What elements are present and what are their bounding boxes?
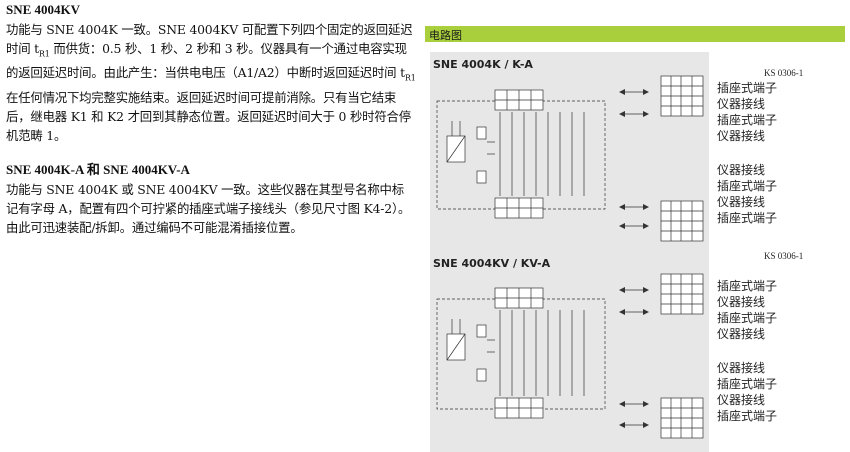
arrowheads-2 [619, 287, 649, 428]
diagram-2-label-top-4: 仪器接线 [717, 327, 766, 341]
diagram-1-code: KS 0306-1 [764, 68, 804, 78]
subscript-r1-2: R1 [404, 73, 416, 83]
diagram-1-title: SNE 4004K / K-A [433, 58, 533, 71]
text-column: SNE 4004KV 功能与 SNE 4004K 一致。SNE 4004KV 可… [6, 0, 416, 237]
arrowheads-1 [619, 89, 649, 229]
diagram-1-label-top-3: 插座式端子 [717, 113, 778, 127]
circuit-diagram-2 [436, 273, 704, 439]
circuit-diagrams [436, 75, 704, 439]
diagram-2-label-bottom-4: 插座式端子 [717, 409, 778, 423]
diagram-2-label-bottom-2: 插座式端子 [717, 377, 778, 391]
diagram-1-label-bottom-3: 仪器接线 [717, 195, 766, 209]
section-body-sne4004k-a: 功能与 SNE 4004K 或 SNE 4004KV 一致。这些仪器在其型号名称… [6, 181, 411, 235]
section-heading-sne4004kv: SNE 4004KV [6, 2, 81, 17]
section-body-sne4004kv: 功能与 SNE 4004K 一致。SNE 4004KV 可配置下列四个固定的返回… [6, 20, 416, 145]
diagram-background [430, 52, 709, 452]
panel-header-bar: 电路图 [425, 26, 845, 42]
panel-title: 电路图 [429, 29, 462, 42]
body-part-3: 在任何情况下均完整实施结束。返回延迟时间可提前消除。只有当它结束后，继电器 K1… [6, 89, 411, 143]
diagram-2-code: KS 0306-1 [764, 251, 804, 261]
diagram-2-title: SNE 4004KV / KV-A [433, 257, 551, 270]
diagram-1-label-top-4: 仪器接线 [717, 129, 766, 143]
diagram-1-label-top-1: 插座式端子 [717, 81, 778, 95]
diagram-1-label-top-2: 仪器接线 [717, 97, 766, 111]
diagram-2-label-bottom-3: 仪器接线 [717, 393, 766, 407]
diagram-2-label-top-2: 仪器接线 [717, 295, 766, 309]
body-part-2: 而供货：0.5 秒、1 秒、2 秒和 3 秒。仪器具有一个通过电容实现的返回延迟… [6, 41, 407, 81]
diagram-2-label-top-3: 插座式端子 [717, 311, 778, 325]
circuit-panel: 电路图 SNE 4004K / K-A KS 0306-1 插座式端子 仪器接线… [425, 26, 845, 452]
subscript-r1: R1 [38, 49, 50, 59]
diagram-1-label-bottom-1: 仪器接线 [717, 163, 766, 177]
circuit-diagram-1 [436, 75, 704, 242]
body-part-1: 功能与 SNE 4004K 一致。SNE 4004KV 可配置下列四个固定的返回… [6, 22, 413, 56]
diagram-1-label-bottom-2: 插座式端子 [717, 179, 778, 193]
diagram-2-label-bottom-1: 仪器接线 [717, 361, 766, 375]
diagram-1-label-bottom-4: 插座式端子 [717, 211, 778, 225]
section-heading-sne4004k-a: SNE 4004K-A 和 SNE 4004KV-A [6, 161, 190, 177]
diagram-2-label-top-1: 插座式端子 [717, 279, 778, 293]
